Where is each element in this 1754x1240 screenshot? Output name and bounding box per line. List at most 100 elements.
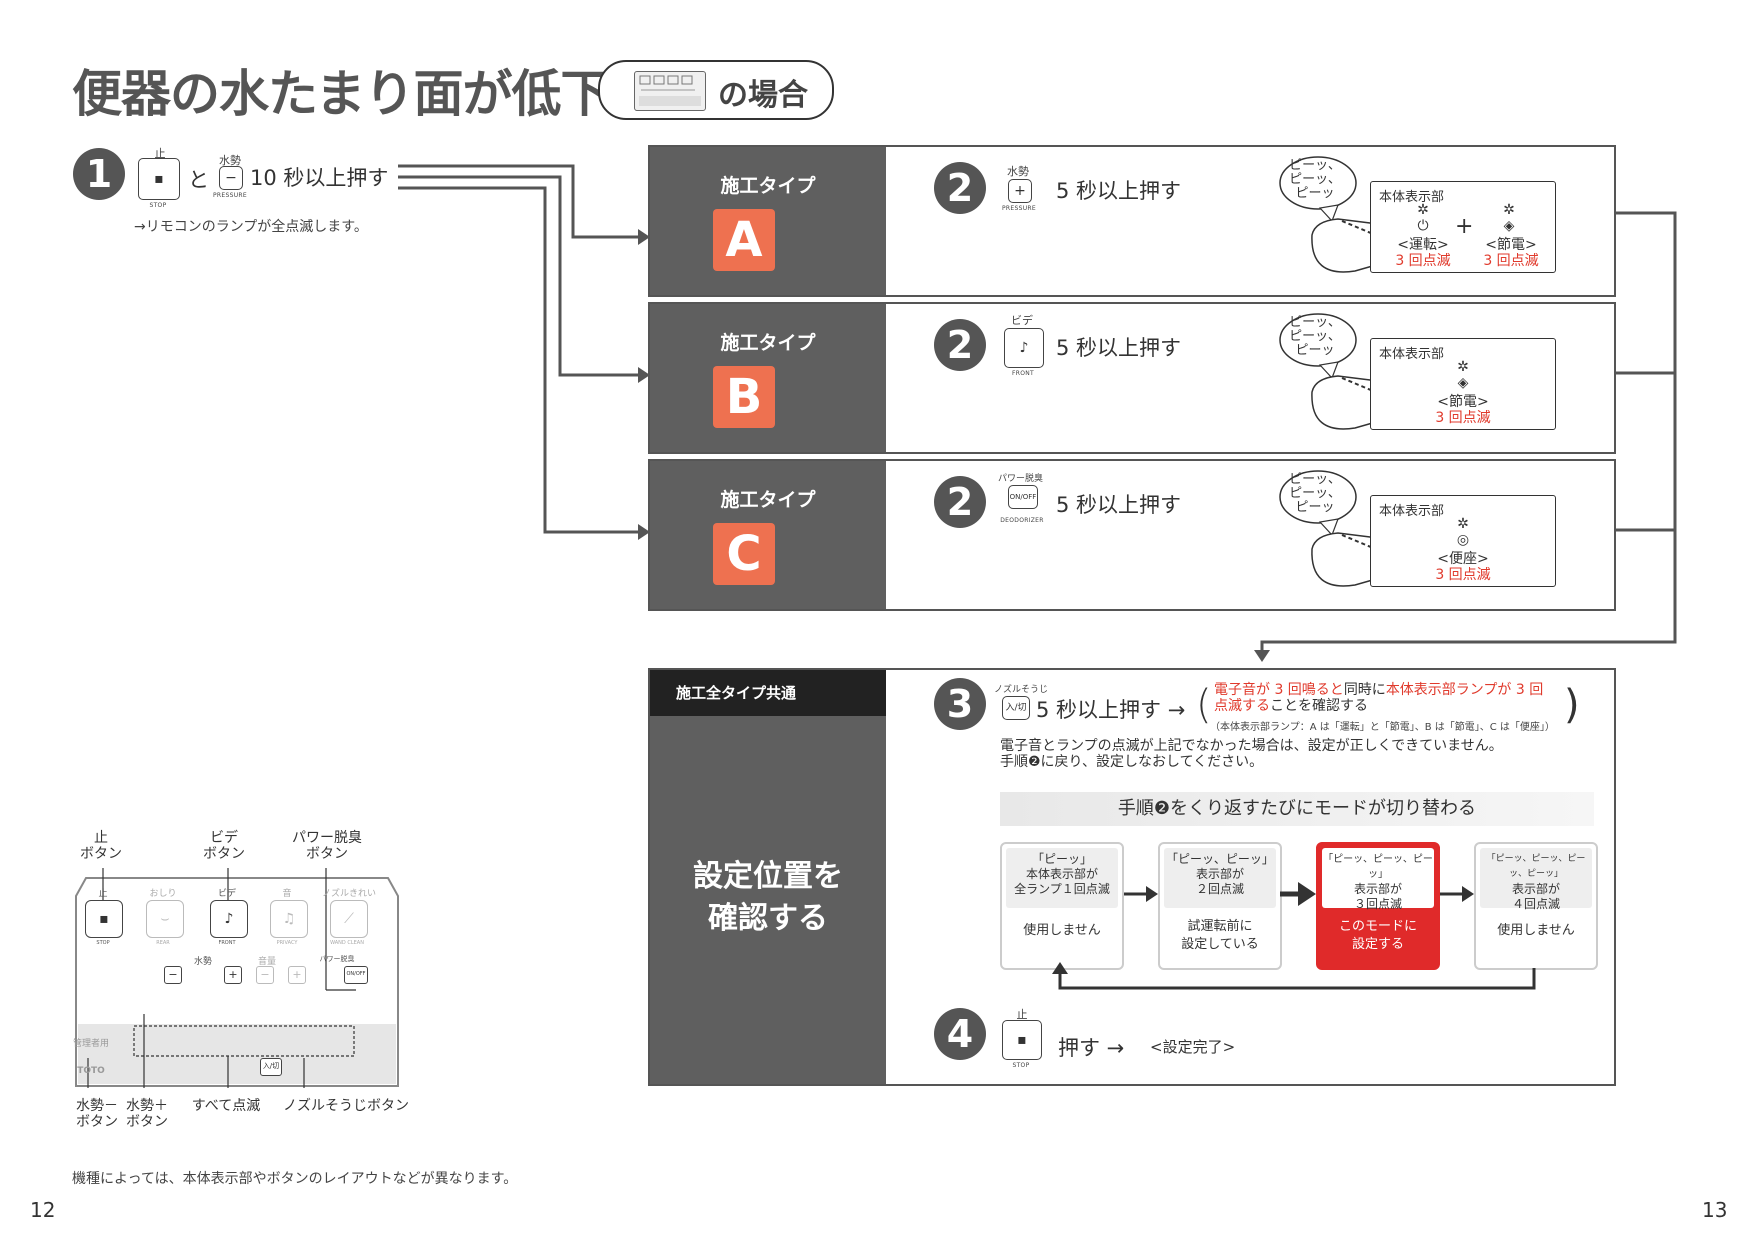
lamp-blink: 3 回点滅 — [1483, 253, 1539, 269]
mode-card-bottom: 使用しません — [1002, 922, 1122, 940]
callout-line: 水勢－ — [76, 1098, 118, 1114]
type-c-box: 施工タイプ C 2 パワー脱臭 ON/OFF DEODORIZER 5 秒以上押… — [648, 459, 1616, 611]
callout-line: ボタン — [80, 846, 122, 862]
callout-line: ビデ — [210, 830, 238, 846]
step-4-number: 4 — [934, 1008, 986, 1060]
confirm-red-3: 点滅する — [1214, 698, 1270, 714]
warning-line-1: 電子音とランプの点滅が上記でなかった場合は、設定が正しくできていません。 — [1000, 738, 1503, 754]
type-b-instruction: 5 秒以上押す — [1056, 336, 1182, 360]
beep-line: ピーッ、 — [1289, 329, 1341, 344]
remote-bidet-button[interactable]: ♪ — [210, 900, 248, 938]
beep-line: ピーッ — [1295, 186, 1335, 201]
warning-line-2: 手順❷に戻り、設定しなおしてください。 — [1000, 754, 1264, 770]
remote-label: 止 — [98, 889, 108, 899]
lamp-blink: 3 回点滅 — [1435, 410, 1491, 426]
type-c-label: 施工タイプ — [720, 489, 816, 511]
step-3-number: 3 — [934, 678, 986, 730]
type-c-step-number: 2 — [934, 476, 986, 528]
type-a-button-top: 水勢 — [1007, 165, 1029, 178]
type-a-label: 施工タイプ — [720, 175, 816, 197]
type-b-label: 施工タイプ — [720, 332, 816, 354]
callout-line: 水勢＋ — [126, 1098, 168, 1114]
mode-card-bottom: 使用しません — [1476, 922, 1596, 940]
beep-line: ピーッ、 — [1289, 315, 1341, 330]
type-a-button-bottom: PRESSURE — [1002, 205, 1036, 212]
type-a-badge: A — [713, 209, 775, 271]
seat-lamp-icon: ✲◎ — [1456, 516, 1470, 548]
remote-wand-clean-button[interactable]: ⟋ — [330, 900, 368, 938]
type-c-badge: C — [713, 523, 775, 585]
deodorizer-button-icon: ON/OFF — [1008, 485, 1038, 509]
remote-rear-button[interactable]: ⌣ — [146, 900, 184, 938]
type-b-beep-bubble: ピーッ、 ピーッ、 ピーッ — [1280, 316, 1350, 358]
type-b-label-panel: 施工タイプ B — [650, 304, 886, 452]
flow-arrows — [398, 164, 1677, 662]
step-4-instruction: 押す → — [1058, 1036, 1125, 1060]
remote-nozzle-clean-button[interactable]: 入/切 — [260, 1058, 282, 1076]
mode-beep: 「ピーッ」 — [1031, 852, 1092, 866]
remote-brand: TOTO — [77, 1066, 105, 1076]
mode-beep: 「ピーッ、ピーッ、ピーッ」 — [1323, 854, 1433, 880]
beep-line: ピーッ — [1295, 343, 1335, 358]
remote-pressure-label: 水勢 — [193, 957, 212, 967]
mode-card-bottom: このモードに 設定する — [1318, 918, 1438, 954]
remote-sub: PRIVACY — [276, 940, 298, 946]
remote-admin-label: 管理者用 — [72, 1039, 109, 1049]
pill-suffix: の場合 — [718, 78, 808, 113]
mode-display-1: 表示部が — [1195, 867, 1244, 881]
callout-line: ボタン — [203, 846, 245, 862]
paren-left: ( — [1196, 682, 1212, 728]
confirm-red-2: 本体表示部ランプが 3 回 — [1385, 682, 1544, 698]
remote-stop-button[interactable]: ▪ — [85, 900, 123, 938]
type-b-box: 施工タイプ B 2 ビデ ♪ FRONT 5 秒以上押す ピーッ、 ピーッ、 ピ… — [648, 302, 1616, 454]
type-c-display-panel: 本体表示部 ✲◎ <便座> 3 回点滅 — [1370, 495, 1556, 587]
remote-label: おしり — [149, 889, 177, 899]
mode-desc-2: 設定する — [1351, 937, 1404, 952]
lamp-name: <運転> — [1397, 237, 1449, 253]
callout-stop: 止 ボタン — [76, 830, 126, 862]
common-side-panel: 設定位置を 確認する — [650, 716, 886, 1084]
bidet-button-icon: ♪ — [1004, 328, 1044, 368]
pressure-plus-icon: + — [1008, 179, 1032, 203]
mode-card-2: 「ピーッ、ピーッ」 表示部が ２回点滅 試運転前に 設定している — [1158, 842, 1282, 970]
mode-card-bottom: 試運転前に 設定している — [1160, 918, 1280, 954]
callout-deodorizer: パワー脱臭 ボタン — [282, 830, 372, 862]
remote-type-pill: の場合 — [598, 60, 834, 120]
remote-volume-minus[interactable]: − — [256, 966, 274, 984]
callout-line: ボタン — [126, 1114, 168, 1130]
page-number-left: 12 — [30, 1198, 56, 1222]
callout-pressure-minus: 水勢－ ボタン — [70, 1098, 124, 1130]
remote-label: 音 — [282, 889, 292, 899]
remote-pressure-plus[interactable]: + — [224, 966, 242, 984]
type-b-step-number: 2 — [934, 319, 986, 371]
stop-label-top: 止 — [154, 147, 166, 160]
mode-card-top: 「ピーッ、ピーッ、ピーッ、ピーッ」 表示部が ４回点滅 — [1480, 848, 1592, 911]
mode-desc-1: このモードに — [1338, 919, 1417, 934]
step-3-warning: 電子音とランプの点滅が上記でなかった場合は、設定が正しくできていません。 手順❷… — [1000, 738, 1503, 770]
type-a-display-panel: 本体表示部 ✲⏻ + ✲◈ <運転> 3 回点滅 <節電> 3 回点滅 — [1370, 181, 1556, 273]
mode-card-top: 「ピーッ、ピーッ、ピーッ」 表示部が ３回点滅 — [1322, 848, 1434, 911]
power-lamp-icon: ✲⏻ — [1417, 202, 1429, 234]
step-1-instruction: 10 秒以上押す — [250, 166, 389, 190]
type-b-display-panel: 本体表示部 ✲◈ <節電> 3 回点滅 — [1370, 338, 1556, 430]
callout-bidet: ビデ ボタン — [196, 830, 252, 862]
remote-volume-plus[interactable]: + — [288, 966, 306, 984]
stop-button-icon: ▪ — [1002, 1020, 1042, 1060]
remote-deodorizer-button[interactable]: ON/OFF — [344, 966, 368, 984]
side-title-line-1: 設定位置を — [693, 859, 843, 894]
confirm-red-1: 電子音が 3 回鳴ると — [1214, 682, 1344, 698]
mode-card-top: 「ピーッ」 本体表示部が 全ランプ１回点滅 — [1006, 848, 1118, 908]
display-title: 本体表示部 — [1379, 347, 1445, 362]
pressure-minus-icon: − — [219, 166, 243, 190]
step-3-confirm: 電子音が 3 回鳴ると同時に本体表示部ランプが 3 回 点滅することを確認する — [1214, 682, 1566, 714]
remote-label: ビデ — [217, 889, 236, 899]
callout-nozzle-clean: ノズルそうじボタン — [276, 1098, 416, 1114]
remote-pressure-minus[interactable]: − — [164, 966, 182, 984]
callout-line: ノズルそうじボタン — [283, 1098, 409, 1114]
remote-privacy-button[interactable]: ♫ — [270, 900, 308, 938]
lamp-blink: 3 回点滅 — [1395, 253, 1451, 269]
lamp-blink: 3 回点滅 — [1435, 567, 1491, 583]
callout-line: すべて点滅 — [191, 1098, 261, 1114]
mode-desc-1: 使用しません — [1497, 923, 1575, 938]
remote-sub: STOP — [96, 940, 110, 946]
